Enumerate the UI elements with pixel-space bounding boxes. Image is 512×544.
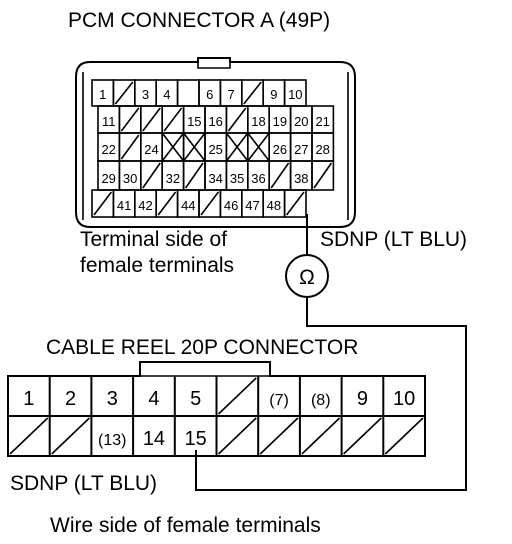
pcm-pin-label: 10 xyxy=(288,87,302,102)
pcm-terminal-cell xyxy=(176,79,200,107)
pcm-pin-label: 35 xyxy=(230,171,244,186)
pcm-pin-label: 16 xyxy=(208,114,222,129)
empty-terminal-slash xyxy=(343,417,382,455)
pcm-pin-label: 48 xyxy=(267,198,281,213)
sdnp-wire-label-bottom: SDNP (LT BLU) xyxy=(10,472,157,495)
pcm-pin-label: 28 xyxy=(315,142,329,157)
pcm-pin-label: 21 xyxy=(315,114,329,129)
reel-pin-label: (7) xyxy=(269,392,289,409)
sdnp-wire-label-top: SDNP (LT BLU) xyxy=(320,228,467,251)
reel-pin-label: 10 xyxy=(393,388,415,410)
empty-terminal-slash xyxy=(9,417,49,455)
probe-wire-lower xyxy=(195,297,467,491)
pcm-pin-label: 30 xyxy=(123,171,137,186)
empty-terminal-slash xyxy=(51,417,90,455)
empty-terminal-slash xyxy=(217,377,257,415)
empty-terminal-slash xyxy=(120,134,140,160)
pcm-pin-label: 24 xyxy=(144,142,158,157)
pcm-pin-label: 3 xyxy=(142,87,149,102)
pcm-connector-housing xyxy=(75,57,356,228)
pcm-pin-label: 42 xyxy=(138,198,152,213)
empty-terminal-slash xyxy=(270,162,290,189)
pcm-pin-label: 26 xyxy=(273,142,287,157)
empty-terminal-slash xyxy=(227,107,247,132)
blocked-terminal-cross xyxy=(225,132,249,162)
pcm-pin-label: 22 xyxy=(101,142,115,157)
reel-pin-label: 4 xyxy=(148,388,159,410)
empty-terminal-slash xyxy=(243,81,262,105)
pcm-pin-label: 32 xyxy=(166,171,180,186)
pcm-pin-label: 18 xyxy=(251,114,265,129)
cable-reel-connector-housing xyxy=(7,361,426,457)
empty-terminal-slash xyxy=(184,162,204,189)
pcm-terminal-cell xyxy=(283,189,307,218)
pcm-pin-label: 36 xyxy=(251,171,265,186)
terminal-side-label-line2: female terminals xyxy=(80,254,234,277)
empty-terminal-slash xyxy=(93,191,113,216)
empty-terminal-slash xyxy=(142,107,161,132)
pcm-pin-label: 11 xyxy=(102,114,116,129)
reel-pin-label: 14 xyxy=(143,428,165,450)
ohm-icon: Ω xyxy=(299,266,315,289)
cable-reel-connector-title: CABLE REEL 20P CONNECTOR xyxy=(46,336,358,359)
empty-terminal-slash xyxy=(285,191,305,216)
pcm-pin-label: 15 xyxy=(187,114,201,129)
empty-terminal-slash xyxy=(120,107,140,132)
reel-pin-label: 15 xyxy=(185,428,207,450)
empty-terminal-slash xyxy=(301,417,341,455)
reel-pin-label: (8) xyxy=(311,392,331,409)
pcm-pin-label: 7 xyxy=(227,87,234,102)
wire-side-label: Wire side of female terminals xyxy=(50,514,321,537)
pcm-pin-label: 19 xyxy=(273,114,287,129)
pcm-pin-label: 6 xyxy=(206,87,213,102)
reel-pin-label: 3 xyxy=(107,388,118,410)
pcm-pin-label: 9 xyxy=(270,87,277,102)
empty-terminal-slash xyxy=(157,191,177,216)
reel-pin-label: 1 xyxy=(23,388,34,410)
pcm-pin-label: 44 xyxy=(181,198,195,213)
pcm-pin-label: 1 xyxy=(99,87,106,102)
pcm-pin-label: 34 xyxy=(208,171,222,186)
pcm-terminal-cell xyxy=(311,160,335,191)
reel-pin-label: 9 xyxy=(357,388,368,410)
pcm-pin-label: 29 xyxy=(101,171,115,186)
pcm-pin-label: 38 xyxy=(294,171,308,186)
terminal-side-label-line1: Terminal side of xyxy=(80,228,227,251)
empty-terminal-slash xyxy=(142,162,161,189)
empty-terminal-slash xyxy=(200,191,220,216)
pcm-pin-label: 41 xyxy=(117,198,131,213)
pcm-pin-label: 25 xyxy=(208,142,222,157)
pcm-connector-title: PCM CONNECTOR A (49P) xyxy=(68,9,330,32)
reel-pin-label: 5 xyxy=(190,388,201,410)
empty-terminal-slash xyxy=(313,162,333,189)
pcm-pin-label: 4 xyxy=(163,87,170,102)
reel-pin-label: 2 xyxy=(65,388,76,410)
pcm-pin-label: 47 xyxy=(245,198,259,213)
empty-terminal-slash xyxy=(384,417,424,455)
blocked-terminal-cross xyxy=(247,132,270,162)
cable-reel-terminal-grid: 1 2 3 4 5 (7) (8) 9 10 (13) 14 15 xyxy=(8,376,425,456)
pcm-pin-label: 20 xyxy=(294,114,308,129)
empty-terminal-slash xyxy=(163,107,183,132)
empty-terminal-slash xyxy=(217,417,257,455)
reel-pin-label: (13) xyxy=(98,432,126,449)
blocked-terminal-cross xyxy=(161,132,185,162)
blocked-terminal-cross xyxy=(182,132,206,162)
pcm-pin-label: 46 xyxy=(224,198,238,213)
empty-terminal-slash xyxy=(114,81,134,105)
pcm-pin-label: 27 xyxy=(294,142,308,157)
empty-terminal-slash xyxy=(259,417,299,455)
